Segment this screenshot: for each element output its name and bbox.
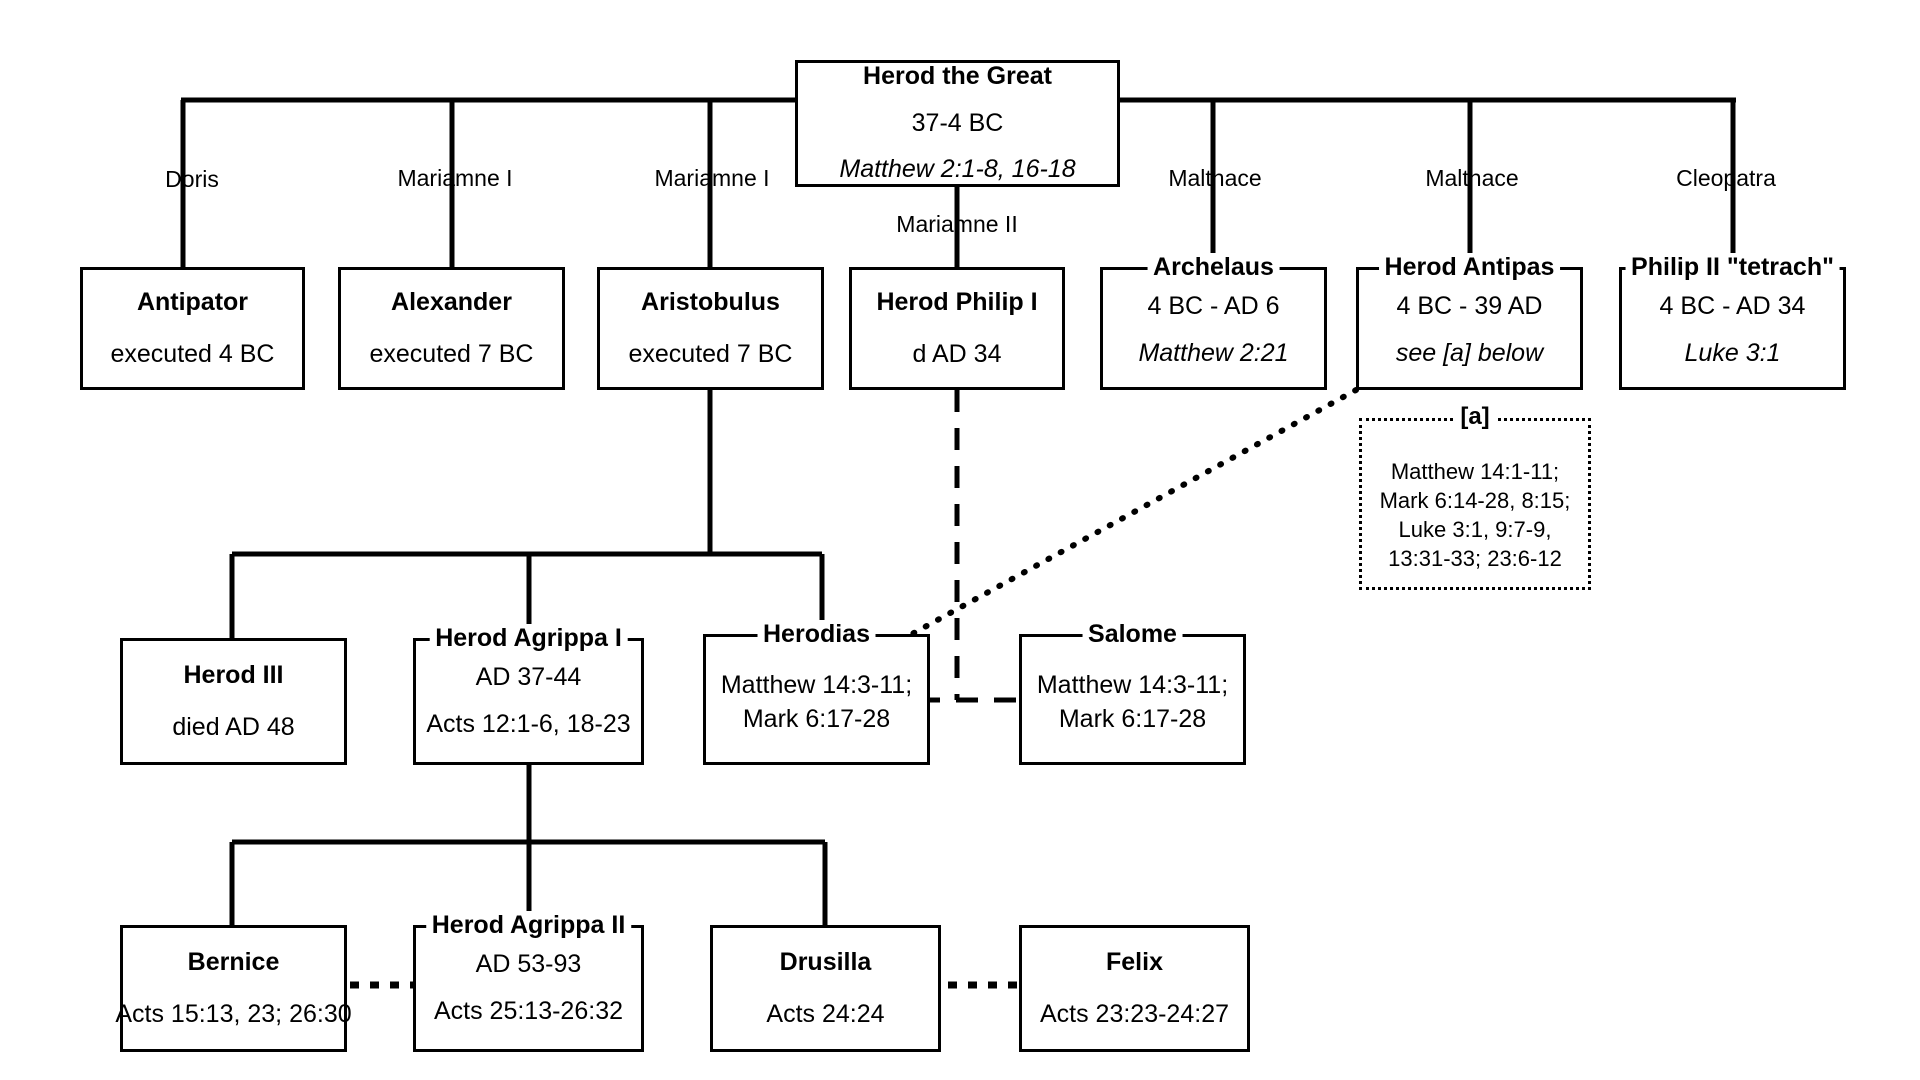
node-title: Alexander — [391, 288, 512, 316]
node-drusilla[interactable]: Drusilla Acts 24:24 — [710, 925, 941, 1052]
node-antipator[interactable]: Antipator executed 4 BC — [80, 267, 305, 390]
node-refs: see [a] below — [1395, 338, 1544, 367]
node-refs-1: Matthew 14:3-11; — [1036, 671, 1229, 699]
node-refs-2: Mark 6:17-28 — [1058, 704, 1207, 733]
node-title: Felix — [1106, 948, 1163, 976]
node-detail: died AD 48 — [172, 712, 295, 741]
node-refs-2: Mark 6:17-28 — [742, 704, 891, 733]
node-alexander[interactable]: Alexander executed 7 BC — [338, 267, 565, 390]
node-salome[interactable]: Salome Matthew 14:3-11; Mark 6:17-28 — [1019, 620, 1246, 765]
spouse-label-mariamne-ii: Mariamne II — [896, 211, 1018, 237]
node-aristobulus[interactable]: Aristobulus executed 7 BC — [597, 267, 824, 390]
spouse-label-malthace-a: Malthace — [1168, 165, 1262, 191]
node-title: Herod Agrippa I — [429, 624, 628, 654]
node-herod-philip-i[interactable]: Herod Philip I d AD 34 — [849, 267, 1065, 390]
node-herodias[interactable]: Herodias Matthew 14:3-11; Mark 6:17-28 — [703, 620, 930, 765]
antipas-herodias-dotted — [909, 387, 1359, 637]
node-dates: 4 BC - 39 AD — [1396, 292, 1543, 320]
node-title: Bernice — [187, 948, 280, 976]
node-detail: Acts 15:13, 23; 26:30 — [115, 999, 352, 1028]
node-detail: Acts 24:24 — [766, 999, 885, 1028]
node-archelaus[interactable]: Archelaus 4 BC - AD 6 Matthew 2:21 — [1100, 253, 1327, 390]
node-title: Salome — [1082, 620, 1183, 650]
node-title: Herod Agrippa II — [425, 911, 632, 941]
node-herod-antipas[interactable]: Herod Antipas 4 BC - 39 AD see [a] below — [1356, 253, 1583, 390]
node-dates: AD 37-44 — [475, 663, 582, 691]
node-herod-iii[interactable]: Herod III died AD 48 — [120, 638, 347, 765]
node-title: Philip II "tetrach" — [1625, 253, 1840, 283]
node-dates: 37-4 BC — [911, 108, 1004, 137]
node-title: Drusilla — [779, 948, 872, 976]
node-herod-the-great[interactable]: Herod the Great 37-4 BC Matthew 2:1-8, 1… — [795, 60, 1120, 187]
node-refs: Matthew 2:1-8, 16-18 — [839, 155, 1076, 184]
node-title: Herod Philip I — [876, 288, 1038, 316]
node-title: Aristobulus — [641, 288, 780, 316]
node-detail: executed 4 BC — [110, 339, 275, 368]
node-herod-agrippa-ii[interactable]: Herod Agrippa II AD 53-93 Acts 25:13-26:… — [413, 911, 644, 1052]
node-dates: 4 BC - AD 34 — [1659, 292, 1806, 320]
spouse-label-mariamne-i-b: Mariamne I — [654, 165, 770, 191]
node-title: Antipator — [136, 288, 249, 316]
node-title: Archelaus — [1147, 253, 1280, 283]
node-felix[interactable]: Felix Acts 23:23-24:27 — [1019, 925, 1250, 1052]
footnote-marker: [a] — [1454, 405, 1496, 429]
node-refs: Acts 12:1-6, 18-23 — [426, 709, 631, 738]
spouse-label-doris: Doris — [165, 166, 219, 192]
node-title: Herodias — [757, 620, 876, 650]
spouse-label-malthace-b: Malthace — [1425, 165, 1519, 191]
footnote-a-box: [a] Matthew 14:1-11; Mark 6:14-28, 8:15;… — [1359, 405, 1591, 590]
node-dates: AD 53-93 — [475, 950, 582, 978]
node-detail: d AD 34 — [912, 339, 1002, 368]
footnote-text: Matthew 14:1-11; Mark 6:14-28, 8:15; Luk… — [1379, 459, 1571, 572]
node-refs: Acts 25:13-26:32 — [433, 996, 623, 1025]
node-dates: 4 BC - AD 6 — [1147, 292, 1280, 320]
node-refs: Luke 3:1 — [1684, 338, 1781, 367]
node-title: Herod the Great — [863, 62, 1052, 91]
node-refs: Matthew 2:21 — [1138, 338, 1289, 367]
node-title: Herod Antipas — [1378, 253, 1561, 283]
node-detail: executed 7 BC — [369, 339, 534, 368]
node-herod-agrippa-i[interactable]: Herod Agrippa I AD 37-44 Acts 12:1-6, 18… — [413, 624, 644, 765]
node-detail: executed 7 BC — [628, 339, 793, 368]
spouse-label-mariamne-i-a: Mariamne I — [397, 165, 513, 191]
node-title: Herod III — [183, 661, 284, 689]
node-refs-1: Matthew 14:3-11; — [720, 671, 913, 699]
node-philip-ii-tetrach[interactable]: Philip II "tetrach" 4 BC - AD 34 Luke 3:… — [1619, 253, 1846, 390]
spouse-label-cleopatra: Cleopatra — [1676, 165, 1776, 191]
node-detail: Acts 23:23-24:27 — [1039, 999, 1229, 1028]
node-bernice[interactable]: Bernice Acts 15:13, 23; 26:30 — [115, 925, 352, 1052]
